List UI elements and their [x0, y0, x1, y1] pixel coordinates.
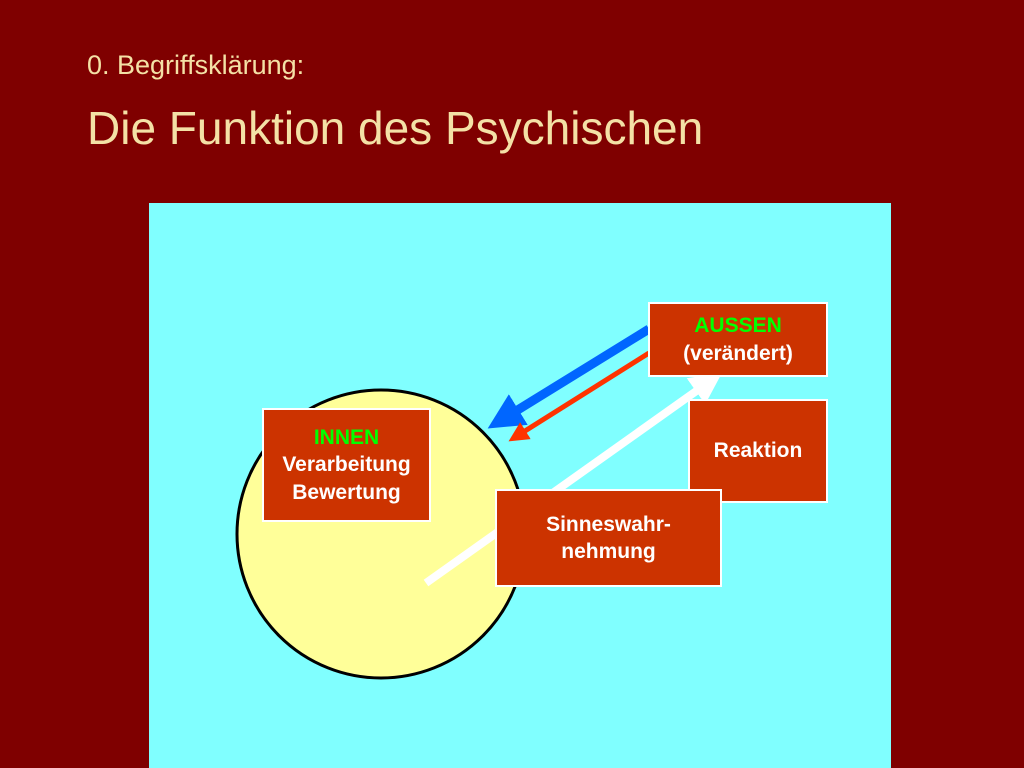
- aussen-heading: AUSSEN: [694, 314, 782, 338]
- innen-line-bewertung: Bewertung: [292, 480, 401, 504]
- reaktion-box: Reaktion: [688, 399, 828, 503]
- diagram-panel: INNEN Verarbeitung Bewertung AUSSEN (ver…: [149, 203, 891, 768]
- sinnes-line2: nehmung: [561, 540, 656, 563]
- aussen-box: AUSSEN (verändert): [648, 302, 828, 377]
- arrow-innen-to-aussen-white: [423, 372, 723, 587]
- slide-title: Die Funktion des Psychischen: [87, 102, 704, 154]
- innen-line-verarbeitung: Verarbeitung: [282, 453, 411, 477]
- innen-box: INNEN Verarbeitung Bewertung: [262, 408, 431, 522]
- arrow-aussen-to-innen-red: [508, 350, 651, 442]
- arrow-aussen-to-innen-blue: [487, 325, 652, 429]
- reaktion-label: Reaktion: [713, 439, 803, 463]
- sinneswahrnehmung-box: Sinneswahr- nehmung: [495, 489, 722, 587]
- innen-heading: INNEN: [313, 426, 380, 450]
- aussen-line-veraendert: (verändert): [683, 341, 793, 365]
- sinnes-line1: Sinneswahr-: [546, 512, 671, 536]
- slide-subtitle: 0. Begriffsklärung:: [87, 50, 305, 80]
